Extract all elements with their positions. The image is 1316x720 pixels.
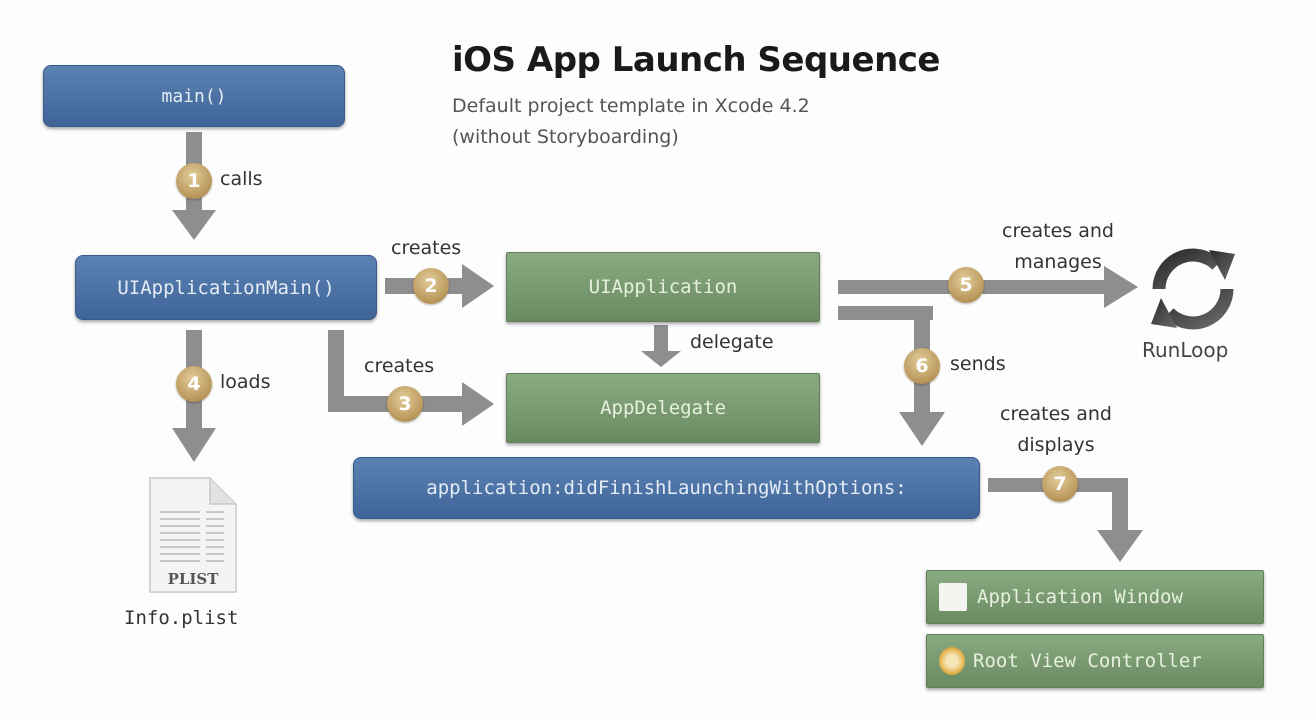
delegate-label: delegate [690,331,774,353]
step-badge-4: 4 [176,366,212,402]
step-label-creates-appdelegate: creates [364,355,435,377]
document-icon [149,477,237,593]
step-badge-7: 7 [1042,466,1078,502]
root-view-controller-label: Root View Controller [973,650,1202,672]
arrow-delegate [641,325,681,367]
diagram-subtitle: Default project template in Xcode 4.2 [452,95,810,117]
step-badge-3: 3 [387,386,423,422]
step-label-calls: calls [220,168,263,190]
node-root-view-controller: Root View Controller [926,634,1264,688]
plist-doc-label: PLIST [167,570,219,588]
step-badge-1: 1 [176,163,212,199]
window-icon [939,583,967,611]
step-label-5-line1: creates and [1002,220,1114,242]
step-label-loads: loads [220,371,271,393]
diagram-title: iOS App Launch Sequence [452,40,941,80]
step-label-creates-uiapplication: creates [391,237,462,259]
node-uiapplication: UIApplication [506,252,820,322]
step-badge-2: 2 [413,268,449,304]
step-label-creates-displays: creates and displays [986,399,1126,461]
runloop-label: RunLoop [1142,338,1229,362]
step-label-7-line2: displays [1017,434,1095,456]
plist-file-name: Info.plist [124,607,239,629]
step-label-7-line1: creates and [1000,403,1112,425]
application-window-label: Application Window [977,586,1183,608]
step-badge-5: 5 [948,267,984,303]
node-did-finish-launching: application:didFinishLaunchingWithOption… [353,457,980,519]
step-label-5-line2: manages [1014,251,1102,273]
node-main: main() [43,65,345,127]
runloop-icon [1145,244,1241,334]
arrow-creates-displays [988,478,1143,562]
node-application-window: Application Window [926,570,1264,624]
node-uiapplication-main: UIApplicationMain() [75,255,377,320]
step-label-creates-manages: creates and manages [988,216,1128,278]
step-label-sends: sends [950,353,1006,375]
arrow-creates-appdelegate [328,330,494,426]
view-controller-icon [939,647,965,675]
plist-file-icon: PLIST [148,476,238,594]
diagram-subtitle-note: (without Storyboarding) [452,126,679,148]
node-app-delegate: AppDelegate [506,373,820,443]
step-badge-6: 6 [904,348,940,384]
